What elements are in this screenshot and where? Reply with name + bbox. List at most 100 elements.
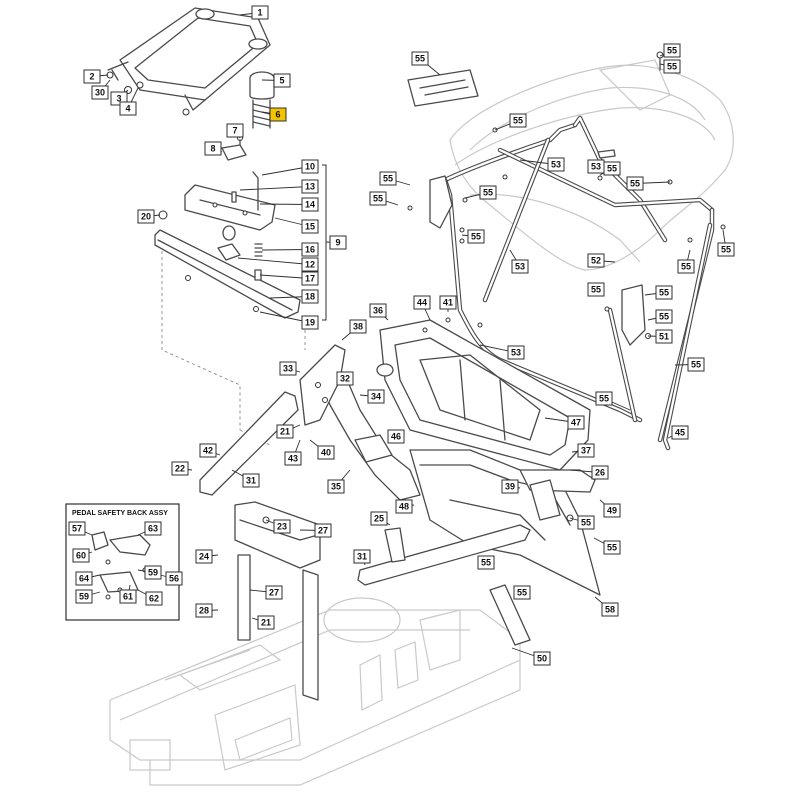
callout-number: 16 [305, 245, 315, 255]
callout-number: 62 [149, 594, 159, 604]
callout-box [317, 445, 335, 460]
callout-box [83, 69, 101, 84]
callout-number: 22 [175, 464, 185, 474]
callout-16: 16 [301, 242, 319, 257]
callout-23: 23 [273, 519, 291, 534]
callout-55: 55 [603, 540, 621, 555]
callout-box [269, 107, 287, 122]
callout-53: 53 [547, 157, 565, 172]
callout-box [251, 5, 269, 20]
callout-50: 50 [533, 651, 551, 666]
callout-box [301, 219, 319, 234]
callout-43: 43 [284, 451, 302, 466]
callout-box [411, 51, 429, 66]
callout-number: 55 [667, 46, 677, 56]
callout-number: 6 [275, 110, 280, 120]
callout-box [195, 549, 213, 564]
callout-number: 57 [72, 524, 82, 534]
callout-7: 7 [226, 123, 244, 138]
callout-box [329, 235, 347, 250]
callout-55: 55 [509, 113, 527, 128]
callout-box [677, 259, 695, 274]
callout-55: 55 [411, 51, 429, 66]
callout-55: 55 [603, 161, 621, 176]
callout-box [655, 329, 673, 344]
callout-1: 1 [251, 5, 269, 20]
callout-number: 55 [581, 518, 591, 528]
callout-10: 10 [301, 159, 319, 174]
callout-6: 6 [269, 107, 287, 122]
seat-spring [249, 71, 275, 129]
callout-55: 55 [717, 242, 735, 257]
callout-39: 39 [501, 479, 519, 494]
callout-number: 55 [415, 54, 425, 64]
callout-box [663, 59, 681, 74]
callout-number: 55 [691, 360, 701, 370]
callout-25: 25 [370, 511, 388, 526]
callout-box [369, 191, 387, 206]
callout-58: 58 [601, 602, 619, 617]
callout-45: 45 [671, 425, 689, 440]
callout-5: 5 [273, 73, 291, 88]
left-plate [384, 527, 406, 563]
callout-box [301, 197, 319, 212]
callout-number: 33 [283, 364, 293, 374]
callout-box [327, 479, 345, 494]
callout-number: 51 [659, 332, 669, 342]
callout-47: 47 [567, 415, 585, 430]
callout-14: 14 [301, 197, 319, 212]
callout-number: 56 [169, 574, 179, 584]
callout-box [144, 521, 162, 536]
callout-box [507, 345, 525, 360]
callout-number: 60 [76, 551, 86, 561]
callout-number: 34 [371, 392, 381, 402]
callout-number: 45 [675, 428, 685, 438]
callout-37: 37 [577, 443, 595, 458]
callout-number: 25 [374, 514, 384, 524]
callout-box [145, 591, 163, 606]
callout-number: 41 [443, 298, 453, 308]
callout-number: 48 [399, 502, 409, 512]
callout-28: 28 [195, 603, 213, 618]
callout-number: 42 [203, 446, 213, 456]
callout-number: 39 [505, 482, 515, 492]
callout-21: 21 [276, 424, 294, 439]
callout-number: 55 [383, 174, 393, 184]
callout-number: 55 [481, 558, 491, 568]
callout-34: 34 [367, 389, 385, 404]
callout-number: 55 [659, 312, 669, 322]
callout-number: 32 [340, 374, 350, 384]
callout-box [72, 548, 90, 563]
callout-33: 33 [279, 361, 297, 376]
ghost-outlines [109, 59, 734, 786]
callout-number: 47 [571, 418, 581, 428]
callout-8: 8 [204, 141, 222, 156]
callout-61: 61 [119, 589, 137, 604]
callout-number: 52 [591, 256, 601, 266]
callout-51: 51 [655, 329, 673, 344]
callout-number: 55 [607, 543, 617, 553]
callout-box [336, 371, 354, 386]
callout-55: 55 [663, 59, 681, 74]
callout-20: 20 [137, 209, 155, 224]
callout-number: 12 [305, 260, 315, 270]
callout-55: 55 [595, 391, 613, 406]
callout-box [479, 185, 497, 200]
group-bracket-9 [322, 164, 327, 321]
callout-box [301, 257, 319, 272]
callout-55: 55 [626, 176, 644, 191]
callout-15: 15 [301, 219, 319, 234]
callout-box [547, 157, 565, 172]
callout-box [119, 101, 137, 116]
callout-55: 55 [379, 171, 397, 186]
callout-number: 55 [599, 394, 609, 404]
callout-box [587, 159, 605, 174]
callout-number: 38 [353, 322, 363, 332]
callout-box [279, 361, 297, 376]
callout-number: 7 [232, 126, 237, 136]
callout-19: 19 [301, 315, 319, 330]
callout-box [671, 425, 689, 440]
callout-62: 62 [145, 591, 163, 606]
lower-brackets [234, 501, 321, 701]
small-plate [221, 144, 247, 161]
